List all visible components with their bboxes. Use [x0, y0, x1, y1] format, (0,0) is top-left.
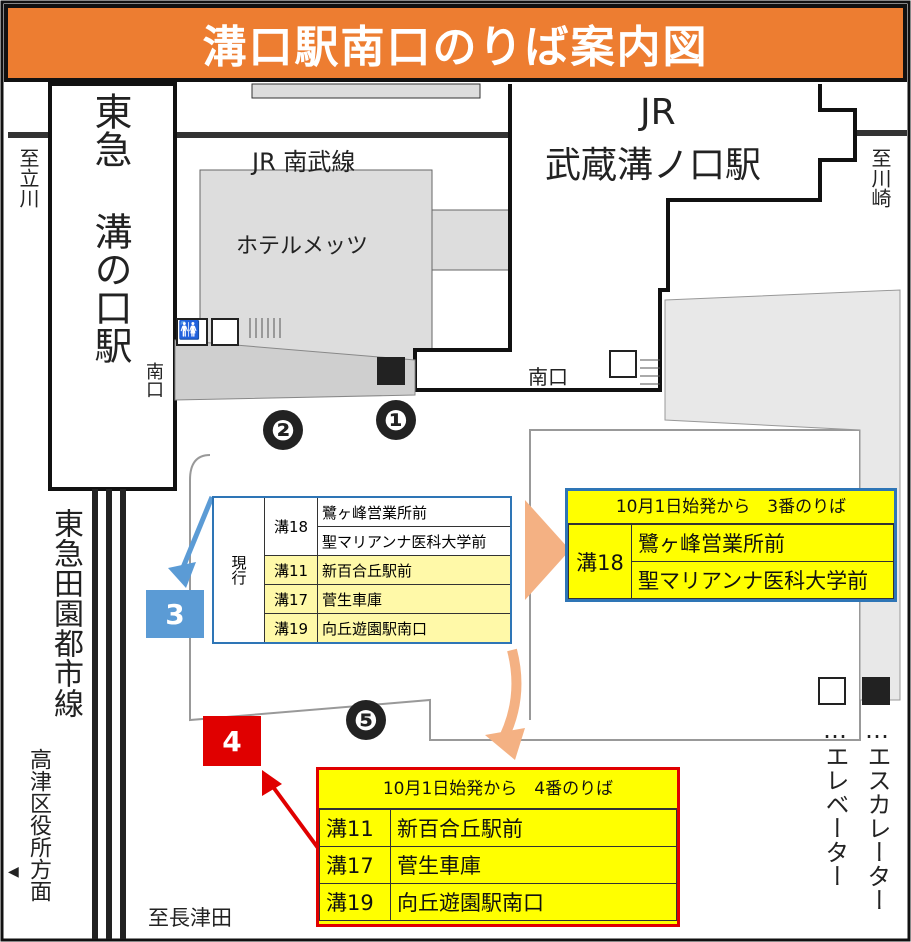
escalator-icon — [862, 677, 890, 705]
table-destination-cell: 鷺ヶ峰営業所前 — [317, 496, 512, 527]
jr-station-label-2: 武蔵溝ノ口駅 — [545, 145, 762, 186]
stop-1-marker: ❶ — [376, 400, 416, 440]
tokyu-south-exit-label: 南口 — [143, 362, 164, 398]
elevator-icon — [818, 677, 846, 705]
stop-3-marker: 3 — [146, 590, 204, 638]
stop-3-destination: 聖マリアンナ医科大学前 — [631, 561, 894, 599]
stop-4-route: 溝19 — [319, 883, 391, 921]
to-nagatsuta-label: 至長津田 — [148, 906, 232, 930]
elevator-icon — [609, 350, 637, 378]
table-route-cell: 溝11 — [264, 555, 318, 585]
elevator-icon — [211, 318, 239, 346]
stop-3-header: 10月1日始発から 3番のりば — [568, 491, 894, 524]
denentoshi-line-label: 東急田園都市線 — [48, 508, 83, 718]
west-arrow-icon: ◀ — [8, 864, 19, 880]
to-tachikawa-label: 至立川 — [16, 148, 40, 208]
stop-4-destination: 新百合丘駅前 — [390, 809, 677, 847]
table-route-cell: 溝17 — [264, 584, 318, 614]
stop-4-destination: 向丘遊園駅南口 — [390, 883, 677, 921]
to-kawasaki-label: 至川崎 — [868, 148, 892, 208]
table-destination-cell: 新百合丘駅前 — [317, 555, 512, 585]
current-side-label: 現行 — [212, 496, 265, 644]
page-title: 溝口駅南口のりば案内図 — [202, 22, 709, 73]
title-bar: 溝口駅南口のりば案内図 — [4, 4, 907, 82]
table-route-cell: 溝18 — [264, 496, 318, 556]
hotel-label: ホテルメッツ — [236, 234, 369, 259]
tokyu-station-label: 東急 溝の口駅 — [88, 92, 132, 364]
toilet-icon: 🚻 — [176, 318, 208, 346]
stop-3-table: 10月1日始発から 3番のりば 溝18 鷺ヶ峰営業所前 聖マリアンナ医科大学前 — [565, 488, 897, 602]
stop-4-destination: 菅生車庫 — [390, 846, 677, 884]
table-destination-cell: 向丘遊園駅南口 — [317, 613, 512, 644]
stop-4-marker: 4 — [203, 716, 261, 766]
stop-5-marker: ❺ — [346, 700, 386, 740]
stop-3-destination: 鷺ヶ峰営業所前 — [631, 524, 894, 562]
takatsu-office-label: 高津区役所方面 — [26, 748, 51, 902]
table-route-cell: 溝19 — [264, 613, 318, 644]
table-destination-cell: 聖マリアンナ医科大学前 — [317, 526, 512, 556]
jr-south-exit-label: 南口 — [528, 365, 568, 389]
stop-4-route: 溝11 — [319, 809, 391, 847]
stop-3-route: 溝18 — [568, 524, 632, 599]
stop-4-header: 10月1日始発から 4番のりば — [319, 770, 677, 809]
stop-2-marker: ❷ — [263, 410, 303, 450]
table-destination-cell: 菅生車庫 — [317, 584, 512, 614]
stop-4-route: 溝17 — [319, 846, 391, 884]
escalator-label: …エスカレーター — [863, 716, 891, 912]
escalator-icon — [377, 357, 405, 385]
jr-station-label-1: JR — [640, 92, 676, 133]
jr-nambu-label: JR 南武線 — [252, 148, 356, 176]
elevator-label: …エレベーター — [821, 716, 849, 888]
